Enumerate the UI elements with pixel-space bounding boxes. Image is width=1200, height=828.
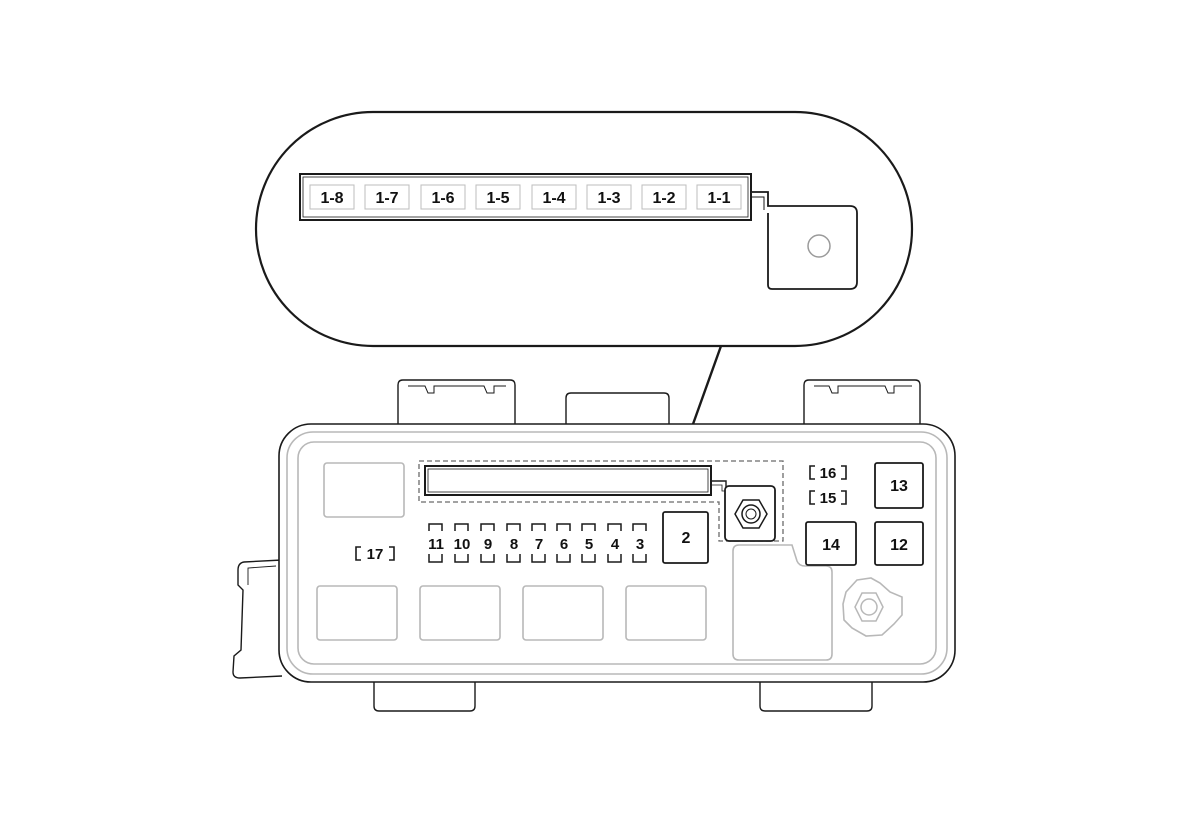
strip-terminal-nut <box>724 485 776 542</box>
zoom-callout: 1-8 1-7 1-6 1-5 1-4 1-3 1-2 1-1 <box>254 110 914 348</box>
mini-fuse-7 <box>531 523 546 563</box>
lug-bolt-hole <box>807 234 831 258</box>
empty-cavity-top-left <box>323 462 405 518</box>
fuse-14-box <box>805 521 857 566</box>
relay-cavity-1 <box>316 585 398 641</box>
lug-neck-edge <box>751 196 765 210</box>
strip-label-1-2: 1-2 <box>652 190 675 207</box>
strip-label-1-4: 1-4 <box>542 190 565 207</box>
strip-slot-1-3 <box>586 184 632 210</box>
mini-fuse-label-9: 9 <box>484 536 492 553</box>
installed-fuse-strip <box>424 465 712 496</box>
fuse-14-label: 14 <box>822 537 840 554</box>
fuse-box-contents: 11 10 9 8 7 6 5 4 3 2 16 15 17 13 14 12 <box>355 460 924 566</box>
mini-fuse-10 <box>454 523 469 563</box>
fuse-12-box <box>874 521 924 566</box>
mini-fuse-row: 11 10 9 8 7 6 5 4 3 <box>428 523 647 563</box>
mini-fuse-label-8: 8 <box>510 536 518 553</box>
fuse-12-label: 12 <box>890 537 908 554</box>
strip-label-1-5: 1-5 <box>486 190 509 207</box>
mini-fuse-label-7: 7 <box>535 536 543 553</box>
fuse-strip-inner-edge <box>302 176 749 218</box>
fuse-2-box <box>662 511 709 564</box>
relay-cavity-4 <box>625 585 707 641</box>
strip-label-1-3: 1-3 <box>597 190 620 207</box>
strip-label-1-6: 1-6 <box>431 190 454 207</box>
strip-slot-1-5 <box>475 184 521 210</box>
fuse-15-bracket <box>809 490 847 505</box>
mini-fuse-8 <box>506 523 521 563</box>
mini-fuse-6 <box>556 523 571 563</box>
strip-slot-1-7 <box>364 184 410 210</box>
fuse-16-label: 16 <box>820 465 837 482</box>
fuse-16-bracket <box>809 465 847 480</box>
mini-fuse-9 <box>480 523 495 563</box>
battery-terminal-bolt <box>842 577 903 637</box>
mini-fuse-5 <box>581 523 596 563</box>
strip-label-1-1: 1-1 <box>707 190 730 207</box>
top-tab-right <box>803 379 921 428</box>
fuse-2-label: 2 <box>682 530 691 547</box>
fuse-13-box <box>874 462 924 509</box>
top-tab-left <box>397 379 516 428</box>
mini-fuse-label-3: 3 <box>636 536 644 553</box>
mini-fuse-3 <box>632 523 647 563</box>
mini-fuse-label-10: 10 <box>454 536 471 553</box>
strip-slot-1-1 <box>696 184 742 210</box>
fuse-13-label: 13 <box>890 478 908 495</box>
fuse-17-bracket <box>355 546 395 561</box>
mini-fuse-label-11: 11 <box>428 536 444 553</box>
fuse-17-label: 17 <box>367 546 384 563</box>
bottom-tab-left <box>373 680 476 712</box>
strip-slot-1-8 <box>309 184 355 210</box>
housing-inner-wall <box>297 441 937 665</box>
strip-terminal-lug <box>751 191 858 290</box>
callout-outline <box>254 110 914 348</box>
relay-cavity-2 <box>419 585 501 641</box>
housing-rim <box>286 431 948 675</box>
battery-cavity <box>732 544 833 661</box>
strip-label-1-8: 1-8 <box>320 190 343 207</box>
bottom-tab-right <box>759 680 873 712</box>
mini-fuse-label-6: 6 <box>560 536 568 553</box>
left-mounting-flange <box>232 559 283 679</box>
mini-fuse-label-5: 5 <box>585 536 593 553</box>
relay-cavity-3 <box>522 585 604 641</box>
top-tab-middle <box>565 392 670 428</box>
strip-location-outline <box>418 460 784 542</box>
mini-fuse-11 <box>428 523 443 563</box>
fuse-15-label: 15 <box>820 490 837 507</box>
strip-slot-1-4 <box>531 184 577 210</box>
mini-fuse-label-4: 4 <box>611 536 620 553</box>
strip-label-1-7: 1-7 <box>375 190 398 207</box>
strip-slot-1-6 <box>420 184 466 210</box>
mini-fuse-4 <box>607 523 622 563</box>
strip-slot-1-2 <box>641 184 687 210</box>
